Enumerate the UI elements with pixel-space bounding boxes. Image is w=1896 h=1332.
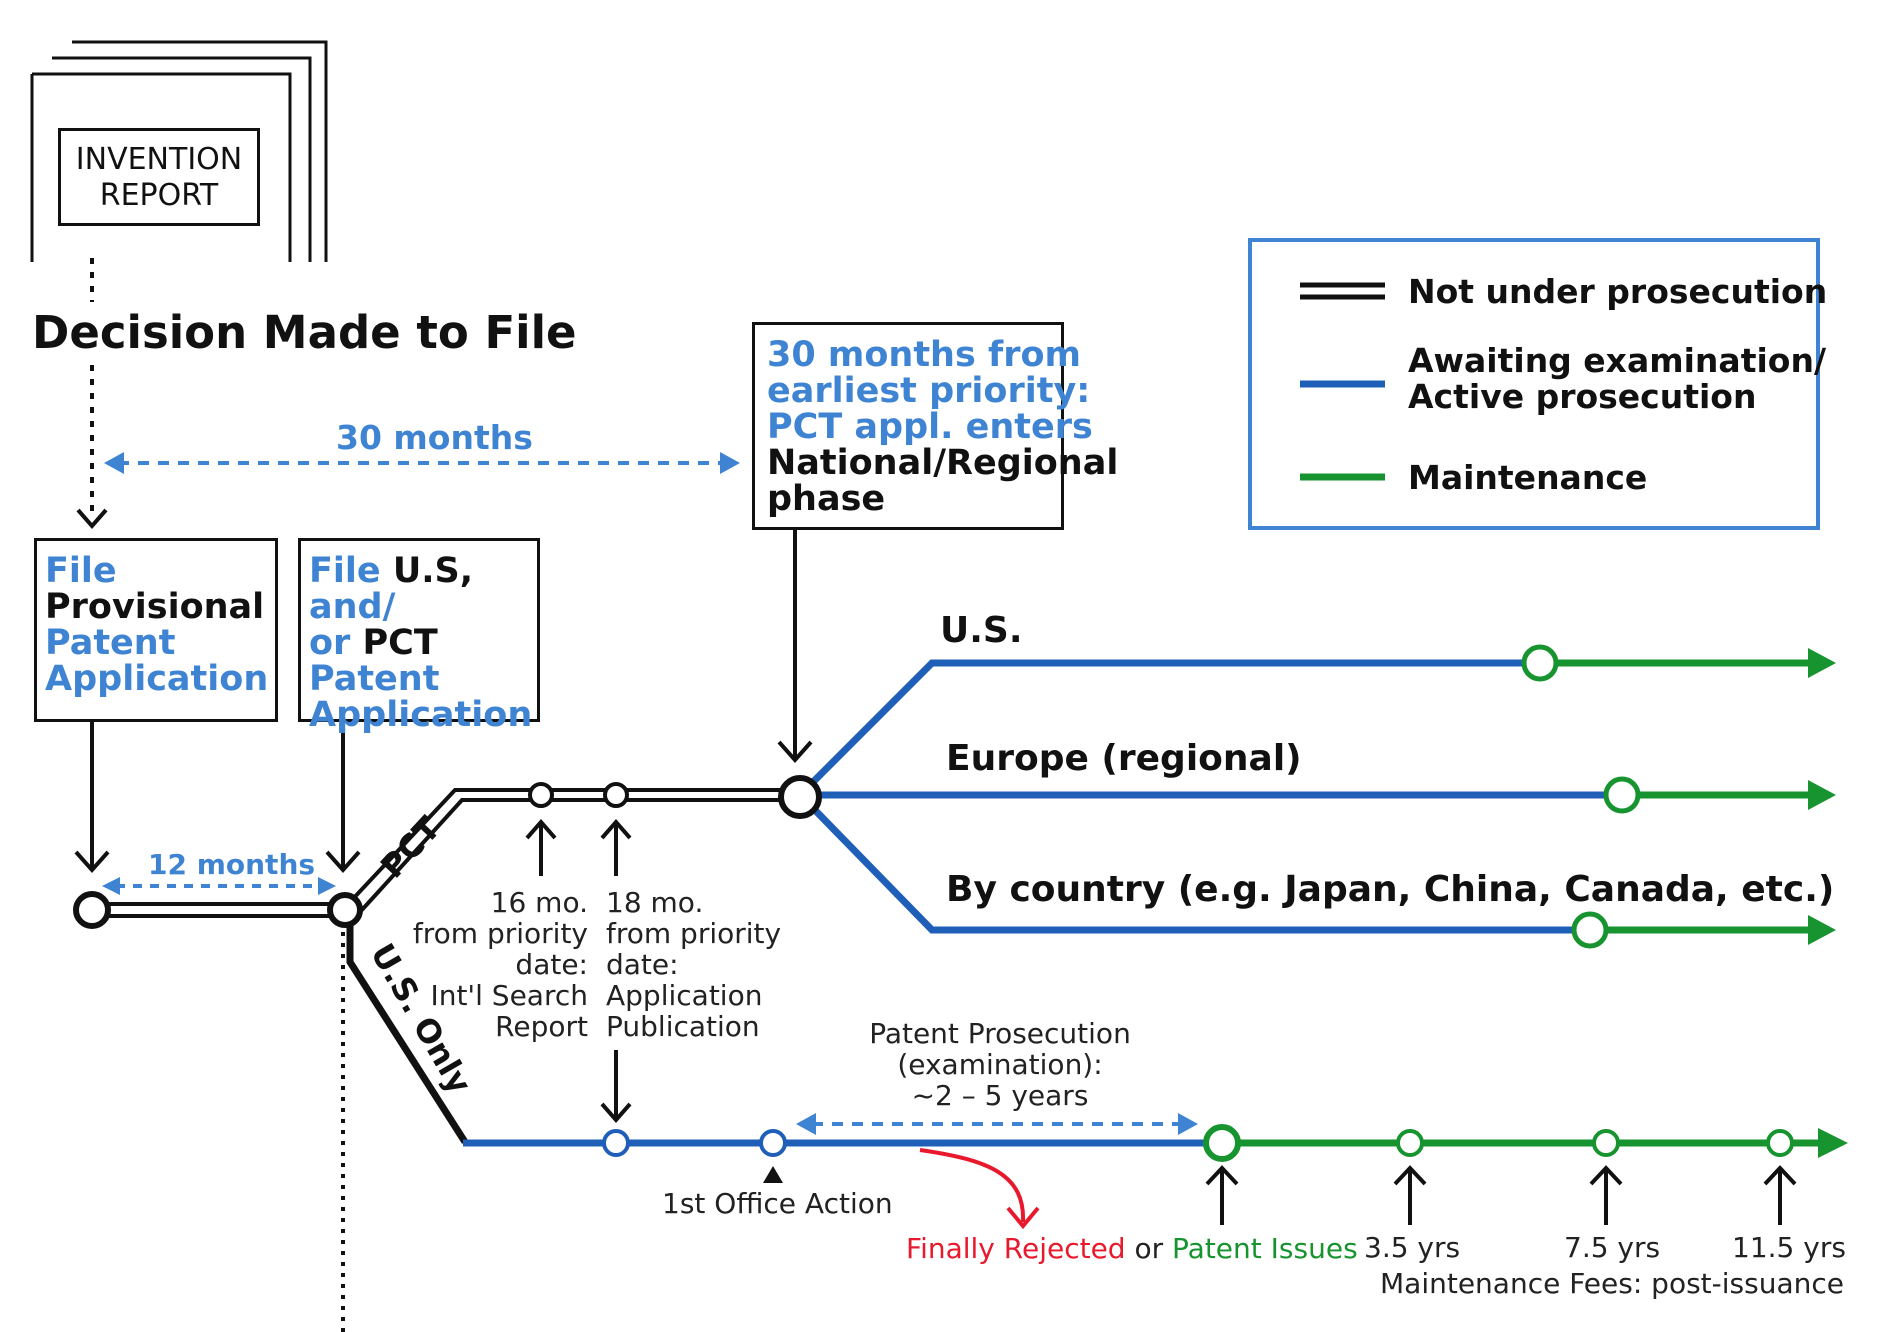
provisional-track xyxy=(92,902,345,918)
legend-swatch-not-under-prosecution xyxy=(1300,282,1385,300)
node-18mo xyxy=(603,782,629,808)
node-provisional xyxy=(73,891,111,929)
note-18-line3: date: xyxy=(606,948,679,981)
node-country-issue xyxy=(1571,911,1609,949)
arrow-us-pct-down xyxy=(325,722,361,874)
note-16-line2: from priority xyxy=(412,917,588,950)
invention-report-line1: INVENTION xyxy=(75,142,243,177)
thirty-months-span-arrow xyxy=(104,452,740,474)
prosecution-line3: ~2 – 5 years xyxy=(911,1079,1089,1112)
us-pct-line2a: or xyxy=(309,623,363,663)
node-7-5-yrs xyxy=(1592,1129,1620,1157)
twelve-months-label: 12 months xyxy=(148,848,316,881)
note-16-line4: Int'l Search xyxy=(430,979,588,1012)
note-18-line2: from priority xyxy=(606,917,782,950)
national-phase-line5: phase xyxy=(767,479,886,519)
note-16-line3: date: xyxy=(515,948,588,981)
maintenance-7-5-label: 7.5 yrs xyxy=(1564,1231,1661,1264)
branch-label-europe: Europe (regional) xyxy=(946,738,1302,779)
provisional-line3: Patent xyxy=(45,623,176,663)
arrow-30mo-down xyxy=(777,530,813,764)
us-only-arrowhead xyxy=(1818,1128,1848,1158)
prosecution-note: Patent Prosecution (examination): ~2 – 5… xyxy=(840,1018,1160,1111)
node-patent-issues xyxy=(1203,1124,1241,1162)
national-phase-line1: 30 months from xyxy=(767,335,1081,375)
outcome-rejected: Finally Rejected xyxy=(906,1232,1126,1265)
national-phase-line3: PCT appl. enters xyxy=(767,407,1093,447)
office-action-marker xyxy=(763,1166,783,1183)
arrow-provisional-down xyxy=(74,722,110,874)
note-18-line4: Application xyxy=(606,979,763,1012)
note-18-months: 18 mo. from priority date: Application P… xyxy=(606,887,781,1042)
invention-report-document-icon xyxy=(30,40,328,262)
node-3-5-yrs xyxy=(1396,1129,1424,1157)
legend-label-maintenance: Maintenance xyxy=(1408,458,1648,497)
invention-report-label-box: INVENTION REPORT xyxy=(58,128,260,226)
office-action-label: 1st Office Action xyxy=(662,1187,893,1220)
provisional-line2: Provisional xyxy=(45,587,265,627)
node-us-publication xyxy=(602,1129,630,1157)
node-national-phase xyxy=(778,775,822,819)
us-pct-line4: Application xyxy=(309,695,533,735)
branch-label-country: By country (e.g. Japan, China, Canada, e… xyxy=(946,869,1835,910)
national-phase-box: 30 months from earliest priority: PCT ap… xyxy=(752,322,1118,530)
provisional-line1: File xyxy=(45,551,117,591)
us-pct-application-box: File U.S, and/ or PCT Patent Application xyxy=(298,538,540,733)
timeline-nodes xyxy=(73,644,1794,1162)
national-phase-branches xyxy=(807,659,1622,934)
us-only-track-black xyxy=(346,922,468,1144)
maintenance-3-5-label: 3.5 yrs xyxy=(1364,1231,1461,1264)
pct-track xyxy=(348,788,798,914)
us-pct-line1c: and/ xyxy=(309,587,396,627)
maintenance-caption: Maintenance Fees: post-issuance xyxy=(1380,1267,1844,1300)
label-pct: PCT xyxy=(373,809,448,885)
rejection-arrow xyxy=(919,1148,1040,1230)
invention-report-line2: REPORT xyxy=(99,178,219,213)
provisional-application-box: File Provisional Patent Application xyxy=(34,538,278,722)
national-phase-line4: National/Regional xyxy=(767,443,1119,483)
note-16-line1: 16 mo. xyxy=(490,886,588,919)
legend-label-active-prosecution-line1: Awaiting examination/ xyxy=(1408,341,1826,380)
maintenance-segments xyxy=(1540,659,1815,934)
us-pct-line3: Patent xyxy=(309,659,440,699)
legend-label-active-prosecution-line2: Active prosecution xyxy=(1408,377,1757,416)
node-11-5-yrs xyxy=(1766,1129,1794,1157)
legend-label-not-under-prosecution: Not under prosecution xyxy=(1408,272,1828,311)
node-us-issue xyxy=(1521,644,1559,682)
note-16-line5: Report xyxy=(495,1010,588,1043)
us-pct-line1b: U.S, xyxy=(392,551,474,591)
arrowhead-down-decision xyxy=(76,508,108,530)
provisional-line4: Application xyxy=(45,659,269,699)
prosecution-line2: (examination): xyxy=(897,1048,1103,1081)
outcome-or: or xyxy=(1125,1232,1173,1265)
arrows-pct-milestones xyxy=(525,818,632,1124)
note-18-line5: Publication xyxy=(606,1010,760,1043)
branch-label-us: U.S. xyxy=(940,610,1023,651)
note-16-months: 16 mo. from priority date: Int'l Search … xyxy=(360,887,588,1042)
prosecution-line1: Patent Prosecution xyxy=(869,1017,1131,1050)
national-phase-line2: earliest priority: xyxy=(767,371,1091,411)
maintenance-11-5-label: 11.5 yrs xyxy=(1732,1231,1846,1264)
outcome-issues: Patent Issues xyxy=(1172,1232,1358,1265)
thirty-months-label: 30 months xyxy=(336,418,533,457)
decision-title: Decision Made to File xyxy=(32,306,577,359)
node-office-action xyxy=(759,1129,787,1157)
us-pct-line2b: PCT xyxy=(362,623,438,663)
maintenance-arrowheads xyxy=(1808,648,1836,945)
us-pct-line1a: File xyxy=(309,551,393,591)
twelve-months-span-arrow xyxy=(102,877,336,895)
node-16mo xyxy=(528,782,554,808)
prosecution-span-arrow xyxy=(796,1113,1198,1135)
arrows-maintenance-milestones xyxy=(1205,1165,1797,1225)
node-split xyxy=(327,892,363,928)
node-europe-issue xyxy=(1603,776,1641,814)
outcome-label: Finally Rejected or Patent Issues xyxy=(906,1232,1358,1265)
note-18-line1: 18 mo. xyxy=(606,886,704,919)
